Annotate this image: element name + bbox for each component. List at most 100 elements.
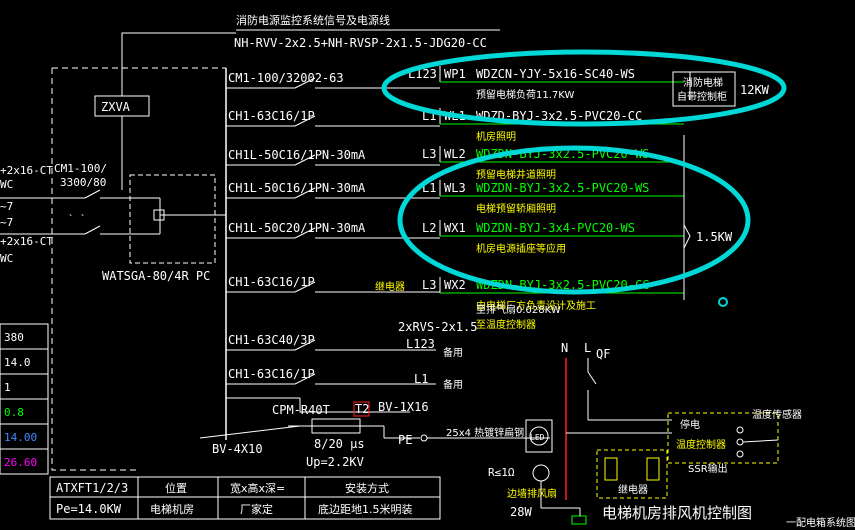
- relay-coil-1: [604, 457, 618, 481]
- temp-control: 至温度控制器: [476, 318, 536, 331]
- highlight-ellipse-2: [397, 145, 751, 295]
- relay-coil-2: [646, 457, 660, 481]
- info-table: ATXFT1/2/3 位置 宽x高x深= 安装方式 Pe=14.0KW 电梯机房…: [49, 476, 441, 520]
- circuit-cable: WDZDN-BYJ-3x2.5-PVC20-WS: [476, 181, 649, 195]
- ctrl-stop: 停电: [680, 418, 700, 431]
- circuit-cable: WDZDN-BYJ-3x4-PVC20-WS: [476, 221, 635, 235]
- rvs-cable: 2xRVS-2x1.5: [398, 320, 477, 334]
- circuit-phase: L3: [422, 147, 436, 161]
- info-r2-c1: Pe=14.0KW: [56, 502, 122, 516]
- ctrl-qf: QF: [596, 347, 610, 361]
- circuit-note: 机房电源插座等应用: [476, 242, 566, 255]
- incoming-cable-2: +2x16-CT: [0, 235, 53, 248]
- spec-cell: [0, 448, 49, 475]
- l123-label: L123: [406, 337, 435, 351]
- info-r1-c1: ATXFT1/2/3: [56, 481, 128, 495]
- breaker-label: CH1-63C40/3P: [228, 333, 315, 347]
- fan-label: 边墙排风扇: [507, 487, 557, 500]
- header-cable: NH-RVV-2x2.5+NH-RVSP-2x1.5-JDG20-CC: [234, 36, 487, 50]
- ctrl-r: R≤1Ω: [488, 466, 515, 479]
- ctrl-footer: 一配电箱系统图: [786, 516, 855, 529]
- circuit-phase: L3: [422, 278, 436, 292]
- circuit-note: 预留电梯负荷11.7KW: [476, 88, 574, 101]
- ats-label: WATSGA-80/4R PC: [102, 269, 210, 283]
- ctrl-dashed-box: [667, 412, 779, 464]
- spd-lead: [299, 398, 410, 413]
- circuit-cable: WDZCN-YJY-5x16-SC40-WS: [476, 67, 635, 81]
- kw-bracket: [683, 224, 691, 249]
- circuit-id: WP1: [444, 67, 466, 81]
- highlight-ellipse-1: [381, 49, 787, 127]
- ctrl-qf-switch: [587, 371, 597, 385]
- incoming-cable-1: +2x16-CT: [0, 164, 53, 177]
- spd-imp: 8/20 μs: [314, 437, 365, 451]
- fire-cabinet-box: [672, 71, 736, 107]
- circuit-id: WX2: [444, 278, 466, 292]
- main-breaker-2: 3300/80: [60, 176, 106, 189]
- spd-t: T2: [355, 402, 369, 416]
- spec-value: 0.8: [4, 406, 24, 419]
- breaker-label: CH1-63C16/1P: [228, 275, 315, 289]
- spd-up: Up=2.2KV: [306, 455, 364, 469]
- relay-dashed: [596, 449, 668, 499]
- breaker-switch: [294, 115, 316, 127]
- ats-box: [129, 174, 216, 264]
- kw-12: 12KW: [740, 83, 770, 97]
- feed-1-switch: [84, 189, 101, 199]
- incoming-tilde-2: ~7: [0, 216, 13, 229]
- ground-label: 25x4 热镀锌扁钢: [446, 426, 524, 439]
- spare-1: 备用: [443, 346, 463, 359]
- breaker-switch: [294, 227, 316, 239]
- breaker-switch: [294, 281, 316, 293]
- circuit-id: WX1: [444, 221, 466, 235]
- pe-label: PE: [398, 433, 412, 447]
- incoming-wc-1: WC: [0, 178, 13, 191]
- breaker-switch: [294, 187, 316, 199]
- pe-terminal: [420, 434, 428, 442]
- enclosure-dashed: [51, 68, 140, 471]
- signal-line: [121, 32, 236, 96]
- circuit-id: WL3: [444, 181, 466, 195]
- spec-value: 14.0: [4, 356, 31, 369]
- fire-cabinet-2: 自带控制柜: [677, 90, 727, 103]
- circuit-note: 机房照明: [476, 130, 516, 143]
- led-circle: [529, 426, 549, 446]
- sensor-3: [736, 450, 744, 458]
- ground-box: [571, 515, 587, 525]
- spec-value: 14.00: [4, 431, 37, 444]
- fire-cabinet-1: 消防电梯: [683, 76, 723, 89]
- circuit-id: WL2: [444, 147, 466, 161]
- ctrl-sensor: 温度传感器: [752, 408, 802, 421]
- breaker-switch: [294, 154, 316, 166]
- info-r1-c4: 安装方式: [345, 481, 389, 495]
- kw-15: 1.5KW: [696, 230, 733, 244]
- fan-control-diagram: N L QF LED R≤1Ω 边墙排风扇 28W 停电 温度控制器 SSR输出…: [488, 341, 855, 529]
- sensor-link: [742, 439, 779, 443]
- fan-power: 28W: [510, 505, 532, 519]
- breaker-label: CM1-100/32002-63: [228, 71, 344, 85]
- zxva-label: ZXVA: [101, 100, 131, 114]
- spec-value: 1: [4, 381, 11, 394]
- info-frame: [49, 476, 441, 520]
- incoming-wc-2: WC: [0, 252, 13, 265]
- circuit-phase: L2: [422, 221, 436, 235]
- ats-symbol: [153, 209, 165, 221]
- info-r2-c3: 厂家定: [240, 502, 273, 516]
- spec-value: 26.60: [4, 456, 37, 469]
- ctrl-relay: 继电器: [618, 483, 648, 496]
- sensor-1: [736, 426, 744, 434]
- breaker-label: CH1L-50C20/1PN-30mA: [228, 221, 366, 235]
- info-r1-c2: 位置: [165, 481, 187, 495]
- main-breaker-1: CM1-100/: [54, 162, 107, 175]
- info-r1-c3: 宽x高x深=: [230, 481, 285, 495]
- spec-value: 380: [4, 331, 24, 344]
- bv-4x10: BV-4X10: [212, 442, 263, 456]
- fan-symbol: [532, 464, 550, 482]
- breaker-label: CH1L-50C16/1PN-30mA: [228, 148, 366, 162]
- breaker-label: CH1-63C16/1P: [228, 109, 315, 123]
- exhaust-power: 至排气扇0.028KW: [476, 303, 561, 316]
- spec-table: 380 14.0 1 0.8 14.00 26.60: [0, 323, 49, 475]
- circuit-note: 预留电梯井道照明: [476, 168, 556, 181]
